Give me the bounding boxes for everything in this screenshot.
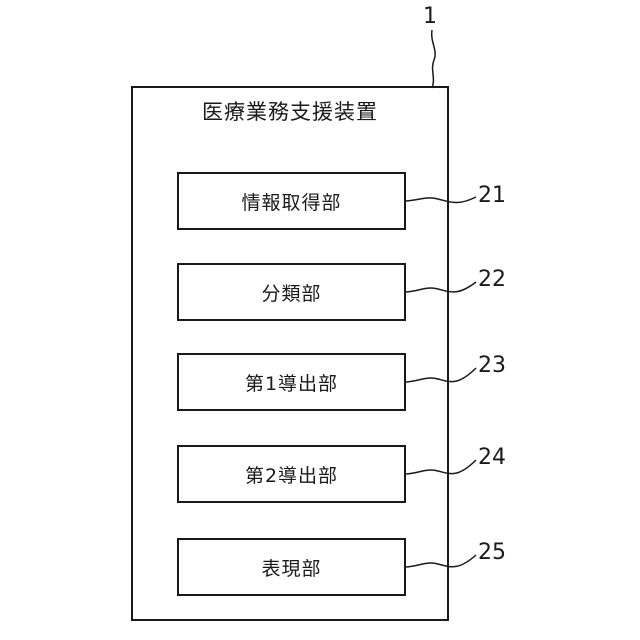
unit-ref-number-22: 22 — [478, 268, 506, 292]
unit-label: 表現部 — [261, 554, 321, 581]
unit-box-second-derivation: 第2導出部 — [177, 445, 406, 503]
leader-device-1 — [432, 30, 435, 88]
unit-ref-number-25: 25 — [478, 541, 506, 565]
unit-label: 情報取得部 — [241, 188, 341, 215]
unit-ref-number-23: 23 — [478, 354, 506, 378]
unit-label: 分類部 — [261, 279, 321, 306]
unit-label: 第1導出部 — [245, 369, 338, 396]
device-ref-number: 1 — [423, 5, 437, 29]
unit-box-expression: 表現部 — [177, 538, 406, 596]
unit-box-classification: 分類部 — [177, 263, 406, 321]
device-title: 医療業務支援装置 — [131, 98, 449, 126]
unit-label: 第2導出部 — [245, 461, 338, 488]
unit-box-first-derivation: 第1導出部 — [177, 353, 406, 411]
unit-box-information-acquisition: 情報取得部 — [177, 172, 406, 230]
unit-ref-number-21: 21 — [478, 184, 506, 208]
unit-ref-number-24: 24 — [478, 446, 506, 470]
